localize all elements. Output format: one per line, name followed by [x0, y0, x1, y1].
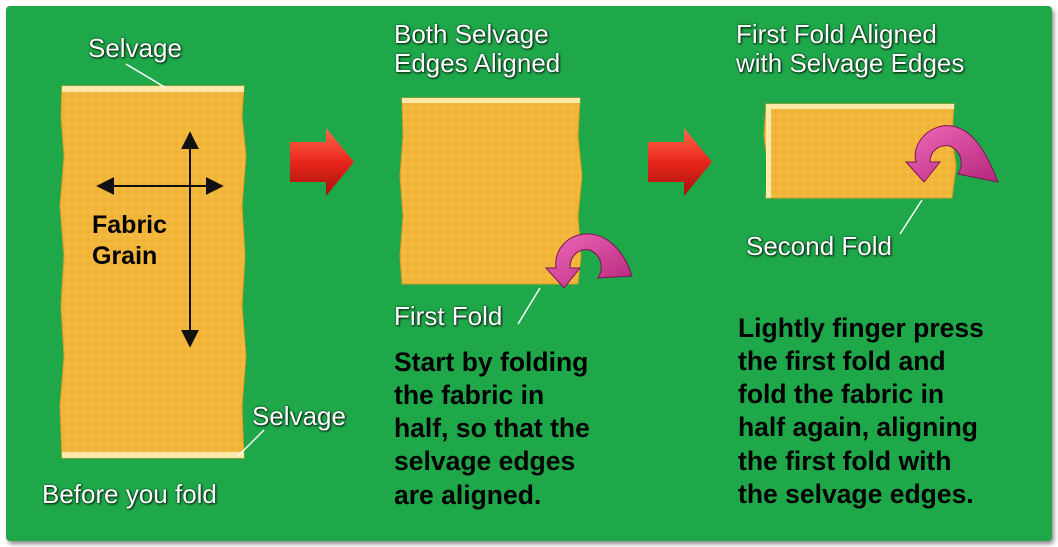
- instruction-line: half, so that the: [394, 413, 590, 444]
- fabric-grain-line1: Fabric: [92, 211, 168, 239]
- panel3-heading-line1: First Fold Aligned: [736, 19, 937, 49]
- instruction-line: Start by folding: [394, 347, 589, 377]
- panel3-heading: First Fold Aligned with Selvage Edges: [736, 19, 965, 79]
- fabric-grain-line2: Grain: [92, 242, 158, 271]
- quarter-folded-fabric: [763, 103, 957, 199]
- first-fold-label: First Fold: [394, 301, 503, 331]
- selvage-top-leader: [125, 63, 167, 89]
- instruction-line: the first fold and: [738, 346, 946, 377]
- second-fold-leader: [899, 199, 923, 235]
- instruction-line: the first fold with: [738, 445, 952, 476]
- step-arrow-1: [290, 128, 354, 196]
- step-arrow-2: [648, 128, 712, 196]
- instruction-line: the fabric in: [394, 380, 545, 411]
- panel3-heading-line2: with Selvage Edges: [736, 48, 965, 79]
- instruction-line: Lightly finger press: [738, 313, 984, 343]
- half-folded-fabric: [399, 97, 583, 285]
- second-fold-arrow-icon: [904, 125, 999, 183]
- selvage-bottom-leader: [237, 429, 265, 457]
- selvage-top-label: Selvage: [88, 33, 182, 63]
- selvage-bottom-label: Selvage: [252, 401, 346, 431]
- second-fold-label: Second Fold: [746, 231, 892, 261]
- first-fold-arrow-icon: [544, 233, 633, 289]
- panel2-heading: Both Selvage Edges Aligned: [394, 19, 561, 79]
- diagram-graphics: [59, 63, 999, 459]
- fabric-grain-label: Fabric Grain: [92, 210, 167, 273]
- instruction-line: fold the fabric in: [738, 379, 945, 410]
- panel3-instructions: Lightly finger press the first fold and …: [738, 312, 984, 511]
- first-fold-leader: [517, 287, 541, 325]
- instruction-line: half again, aligning: [738, 412, 978, 443]
- panel2-heading-line1: Both Selvage: [394, 19, 549, 49]
- diagram-panel: Selvage Fabric Grain Selvage Before you …: [6, 6, 1052, 541]
- instruction-line: selvage edges: [394, 446, 576, 477]
- instruction-line: the selvage edges.: [738, 478, 974, 509]
- panel2-instructions: Start by folding the fabric in half, so …: [394, 346, 590, 512]
- panel2-heading-line2: Edges Aligned: [394, 48, 561, 79]
- before-fold-caption: Before you fold: [42, 479, 217, 509]
- instruction-line: are aligned.: [394, 479, 542, 510]
